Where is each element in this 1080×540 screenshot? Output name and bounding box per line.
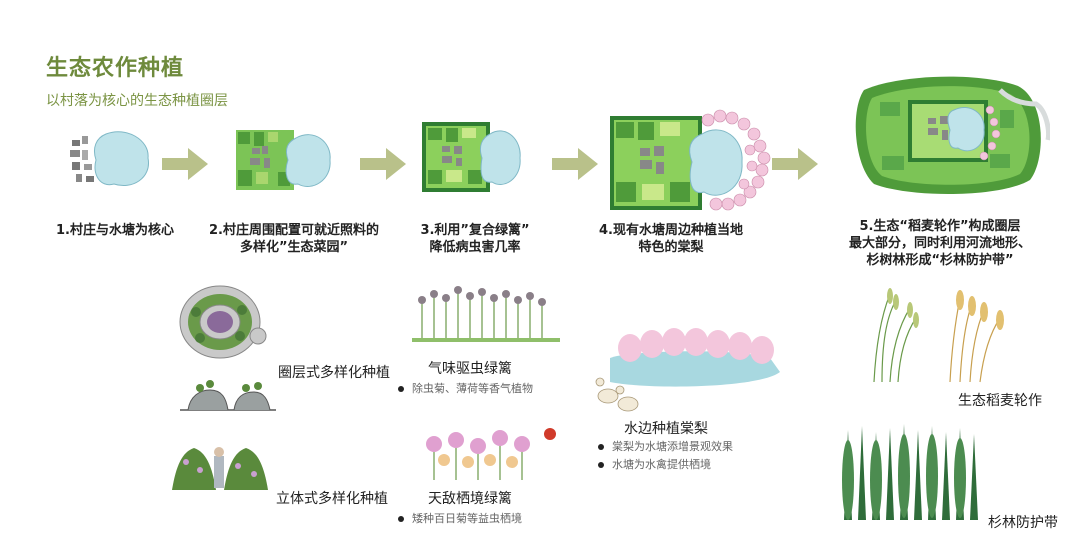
bullet-dot-icon [398, 386, 404, 392]
arrow-1-icon [162, 148, 208, 180]
enemy-hedge-bullet: 矮种百日菊等益虫栖境 [398, 510, 522, 526]
page-subtitle: 以村落为核心的生态种植圈层 [46, 90, 228, 110]
odor-hedge-illustration [412, 282, 560, 342]
village-pond-illustration [66, 126, 152, 192]
bullet-dot-icon [598, 462, 604, 468]
waterside-bullet-1: 棠梨为水塘添增景观效果 [598, 438, 733, 454]
waterside-bullet-2: 水塘为水禽提供栖境 [598, 456, 711, 472]
fir-belt-illustration [836, 420, 984, 524]
fir-belt-label: 杉林防护带 [988, 512, 1058, 532]
rice-wheat-label: 生态稻麦轮作 [958, 390, 1042, 410]
waterside-pear-illustration [590, 318, 786, 414]
page-title: 生态农作种植 [46, 50, 184, 82]
odor-hedge-bullet: 除虫菊、薄荷等香气植物 [398, 380, 533, 396]
step-5-caption: 5.生态“稻麦轮作”构成圈层 最大部分，同时利用河流地形、 杉树林形成“杉林防护… [820, 218, 1060, 269]
vertical-garden-illustration [170, 436, 270, 492]
odor-hedge-label: 气味驱虫绿篱 [428, 358, 512, 378]
circle-planting-label: 圈层式多样化种植 [278, 362, 390, 382]
enemy-hedge-illustration [420, 426, 562, 482]
compound-hedge-illustration [420, 118, 524, 196]
arrow-4-icon [772, 148, 818, 180]
bullet-dot-icon [398, 516, 404, 522]
waterside-label: 水边种植棠梨 [624, 418, 708, 438]
step-3-caption: 3.利用”复合绿篱” 降低病虫害几率 [400, 222, 550, 256]
bullet-dot-icon [598, 444, 604, 450]
enemy-hedge-label: 天敌栖境绿篱 [428, 488, 512, 508]
arrow-2-icon [360, 148, 406, 180]
arrow-3-icon [552, 148, 598, 180]
pear-trees-illustration [604, 104, 774, 216]
rice-wheat-illustration [860, 284, 1010, 384]
step-1-caption: 1.村庄与水塘为核心 [40, 222, 190, 239]
step-4-caption: 4.现有水塘周边种植当地 特色的棠梨 [576, 222, 766, 256]
vertical-planting-label: 立体式多样化种植 [276, 488, 388, 508]
step-2-caption: 2.村庄周围配置可就近照料的 多样化”生态菜园” [194, 222, 394, 256]
circle-garden-section-illustration [180, 374, 276, 416]
rotation-ring-illustration [850, 70, 1050, 200]
circle-garden-illustration [176, 282, 268, 360]
vegetable-garden-illustration [234, 124, 334, 196]
